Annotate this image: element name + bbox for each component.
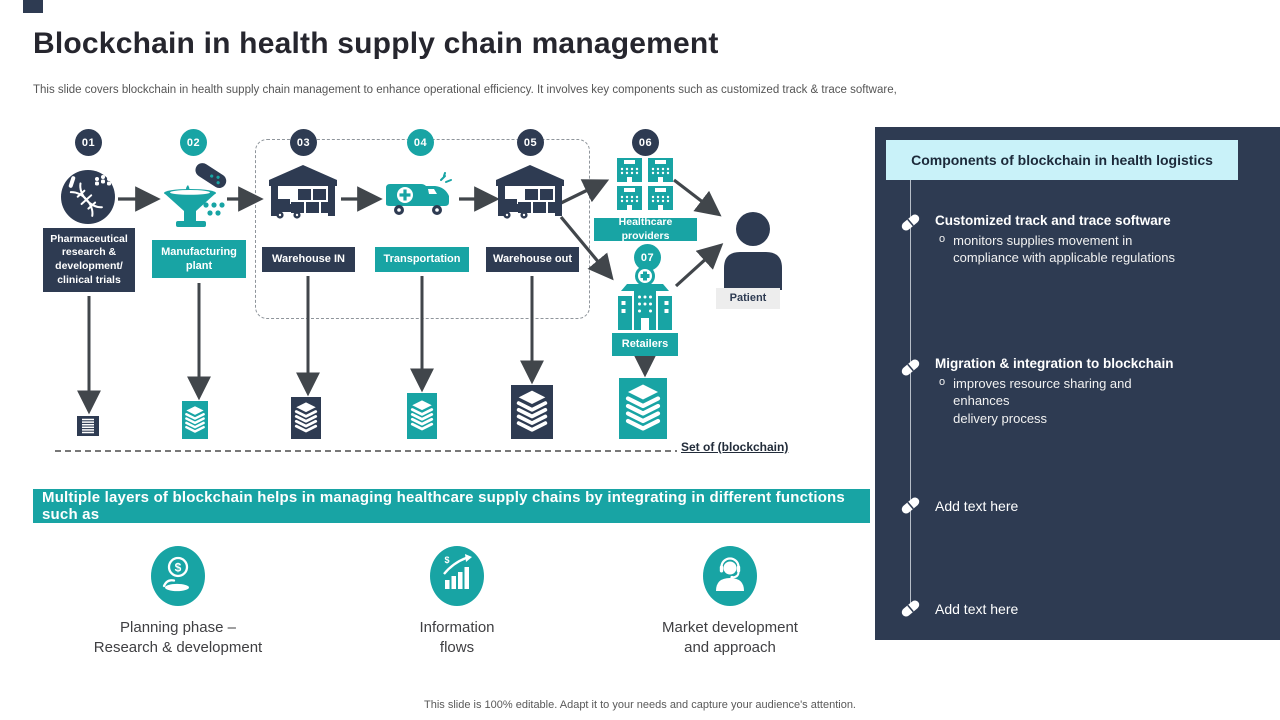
- add-text-placeholder[interactable]: Add text here: [935, 498, 1019, 514]
- sidebar-item-bullet: improves resource sharing and enhances d…: [953, 376, 1132, 426]
- bullet-marker: o: [939, 233, 946, 245]
- step-number-05: 05: [517, 129, 544, 156]
- blockchain-set-label: Set of (blockchain): [681, 440, 789, 454]
- blockchain-stack-6-icon: [619, 378, 667, 439]
- growth-chart-icon: $: [430, 546, 484, 606]
- step-number-06: 06: [632, 129, 659, 156]
- pill-icon: [899, 211, 922, 234]
- sidebar-item-bullet: monitors supplies movement in compliance…: [953, 233, 1175, 266]
- bullet-marker: o: [939, 376, 946, 388]
- step-number-01: 01: [75, 129, 102, 156]
- warehouse-out-icon: [495, 163, 565, 225]
- sidebar-item-title: Customized track and trace software: [935, 213, 1171, 228]
- function-label-information: Information flows: [419, 619, 495, 656]
- ambulance-icon: [383, 172, 457, 222]
- sidebar-item-placeholder-2[interactable]: Add text here: [935, 601, 1225, 617]
- blockchain-stack-5-icon: [511, 385, 553, 439]
- step-label-retailers: Retailers: [612, 333, 678, 356]
- page-title: Blockchain in health supply chain manage…: [33, 27, 719, 60]
- slide-subtitle: This slide covers blockchain in health s…: [33, 84, 897, 96]
- patient-icon: [719, 212, 787, 290]
- step-label-transportation: Transportation: [375, 247, 469, 272]
- components-panel: Components of blockchain in health logis…: [875, 127, 1280, 640]
- svg-text:$: $: [175, 561, 182, 575]
- components-panel-header: Components of blockchain in health logis…: [886, 140, 1238, 180]
- function-label-planning: Planning phase – Research & development: [93, 619, 263, 656]
- hand-dollar-icon: $: [151, 546, 205, 606]
- manufacturing-funnel-icon: [158, 163, 232, 235]
- hospital-buildings-icon: [616, 157, 674, 211]
- step-label-warehouse-out: Warehouse out: [486, 247, 579, 272]
- footer-note: This slide is 100% editable. Adapt it to…: [424, 699, 856, 711]
- blockchain-stack-2-icon: [182, 401, 208, 439]
- patient-label: Patient: [716, 288, 780, 309]
- warehouse-in-icon: [268, 163, 338, 225]
- sidebar-item-placeholder-1[interactable]: Add text here: [935, 498, 1225, 514]
- function-label-market: Market development and approach: [662, 619, 798, 656]
- svg-text:$: $: [444, 555, 449, 565]
- sidebar-item-migration: Migration & integration to blockchain o …: [935, 356, 1225, 427]
- blockchain-stack-1-icon: [77, 416, 99, 436]
- sidebar-item-title: Migration & integration to blockchain: [935, 356, 1174, 371]
- step-label-healthcare-providers: Healthcare providers: [594, 216, 697, 242]
- step-label-manufacturing-plant: Manufacturing plant: [152, 240, 246, 278]
- blockchain-stack-4-icon: [407, 393, 437, 439]
- add-text-placeholder[interactable]: Add text here: [935, 601, 1019, 617]
- step-number-03: 03: [290, 129, 317, 156]
- pill-icon: [899, 356, 922, 379]
- step-label-warehouse-in: Warehouse IN: [262, 247, 355, 272]
- corner-accent: [23, 0, 43, 13]
- step-number-04: 04: [407, 129, 434, 156]
- sidebar-item-track-trace: Customized track and trace software o mo…: [935, 213, 1225, 267]
- pharmacy-building-icon: [615, 266, 675, 330]
- step-number-02: 02: [180, 129, 207, 156]
- dna-research-icon: [60, 168, 117, 226]
- blockchain-stack-3-icon: [291, 397, 321, 439]
- banner-statement: Multiple layers of blockchain helps in m…: [33, 489, 870, 523]
- timeline-line: [910, 180, 911, 608]
- pill-icon: [899, 597, 922, 620]
- step-label-pharma-research: Pharmaceutical research & development/ c…: [43, 228, 135, 292]
- support-agent-icon: [703, 546, 757, 606]
- pill-icon: [899, 494, 922, 517]
